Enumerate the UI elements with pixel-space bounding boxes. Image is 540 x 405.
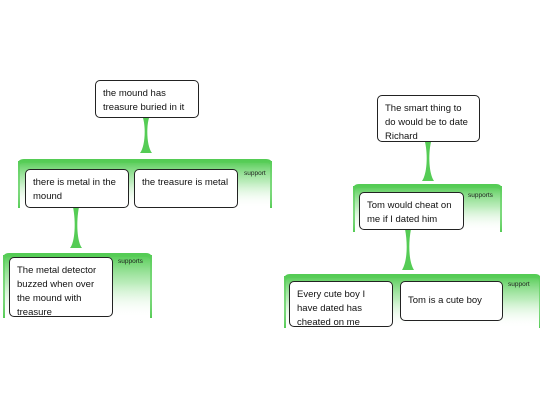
premise-node[interactable]: The metal detector buzzed when over the … — [9, 257, 113, 318]
connector-right-claim-to-group1 — [422, 142, 434, 181]
support-label: support — [508, 281, 530, 288]
connector-left-claim-to-group1 — [140, 118, 152, 153]
claim-node[interactable]: the mound has treasure buried in it — [95, 80, 199, 118]
premise-node[interactable]: the treasure is metal — [134, 169, 238, 208]
premise-node[interactable]: there is metal in the mound — [25, 169, 129, 208]
connector-left-group1-to-group2 — [70, 207, 82, 248]
support-label: supports — [118, 258, 143, 265]
premise-node[interactable]: Tom would cheat on me if I dated him — [359, 192, 464, 230]
support-label: support — [244, 170, 266, 177]
connector-right-group1-to-group2 — [402, 229, 414, 270]
premise-node[interactable]: Every cute boy I have dated has cheated … — [289, 281, 393, 328]
claim-node[interactable]: The smart thing to do would be to date R… — [377, 95, 480, 142]
premise-node[interactable]: Tom is a cute boy — [400, 281, 503, 321]
support-label: supports — [468, 192, 493, 199]
